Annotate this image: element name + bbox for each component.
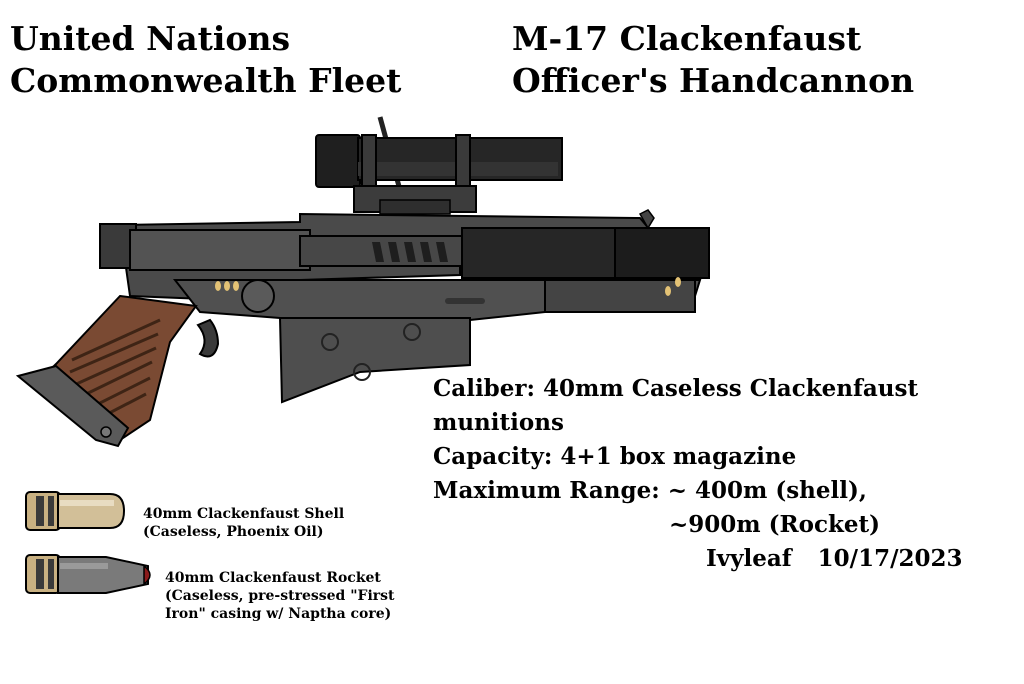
spec-capacity: Capacity: 4+1 box magazine <box>433 443 797 470</box>
faction-title: United Nations Commonwealth Fleet <box>10 18 401 102</box>
rocket-label-line-2: (Caseless, pre-stressed "First <box>165 588 395 604</box>
rocket-icon <box>25 554 151 594</box>
rocket-label: 40mm Clackenfaust Rocket (Caseless, pre-… <box>165 569 395 623</box>
shell-icon <box>25 491 126 531</box>
weapon-title: M-17 Clackenfaust Officer's Handcannon <box>512 18 914 102</box>
author-name: Ivyleaf <box>706 545 792 572</box>
rocket-label-line-1: 40mm Clackenfaust Rocket <box>165 570 381 586</box>
spec-caliber-continued: munitions <box>433 409 564 436</box>
faction-title-line-2: Commonwealth Fleet <box>10 61 402 100</box>
grip <box>15 294 198 448</box>
date: 10/17/2023 <box>817 545 963 572</box>
shell-label: 40mm Clackenfaust Shell (Caseless, Phoen… <box>143 505 344 541</box>
spec-range-continued: ~900m (Rocket) <box>669 511 881 538</box>
spec-sheet: Caliber: 40mm Caseless Clackenfaust muni… <box>433 372 962 576</box>
weapon-title-line-1: M-17 Clackenfaust <box>512 19 862 58</box>
faction-title-line-1: United Nations <box>10 19 291 58</box>
scope <box>315 116 563 215</box>
spec-caliber: Caliber: 40mm Caseless Clackenfaust <box>433 375 919 402</box>
handcannon-illustration <box>15 116 710 448</box>
receiver <box>99 209 710 404</box>
spec-range: Maximum Range: ~ 400m (shell), <box>433 477 867 504</box>
shell-label-line-1: 40mm Clackenfaust Shell <box>143 506 345 522</box>
weapon-title-line-2: Officer's Handcannon <box>512 61 915 100</box>
rocket-label-line-3: Iron" casing w/ Naptha core) <box>165 606 392 622</box>
shell-label-line-2: (Caseless, Phoenix Oil) <box>143 524 324 540</box>
signature: Ivyleaf 10/17/2023 <box>433 542 962 576</box>
